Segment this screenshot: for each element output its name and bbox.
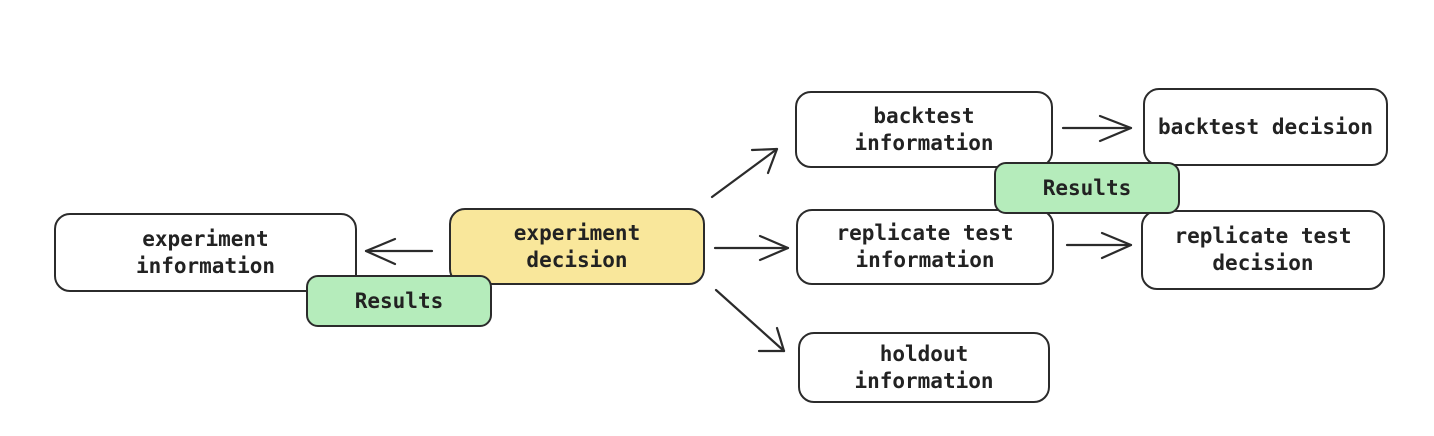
backtest-decision-node: backtest decision bbox=[1143, 88, 1388, 166]
arrow-decision-to-experiment-information bbox=[364, 237, 434, 266]
experiment-information-node: experiment information bbox=[54, 213, 357, 292]
arrow-replicate-information-to-decision bbox=[1065, 231, 1133, 260]
arrow-decision-to-holdout-information bbox=[714, 288, 786, 353]
backtest-information-node: backtest information bbox=[795, 91, 1053, 168]
results-badge-left: Results bbox=[306, 275, 492, 327]
replicate-test-decision-node: replicate test decision bbox=[1141, 210, 1385, 290]
arrow-decision-to-backtest-information bbox=[710, 147, 779, 199]
experiment-decision-node: experiment decision bbox=[449, 208, 705, 285]
results-badge-right: Results bbox=[994, 162, 1180, 214]
arrow-decision-to-replicate-information bbox=[713, 234, 790, 262]
holdout-information-node: holdout information bbox=[798, 332, 1050, 403]
arrow-backtest-information-to-decision bbox=[1061, 114, 1133, 143]
replicate-test-information-node: replicate test information bbox=[796, 209, 1054, 285]
